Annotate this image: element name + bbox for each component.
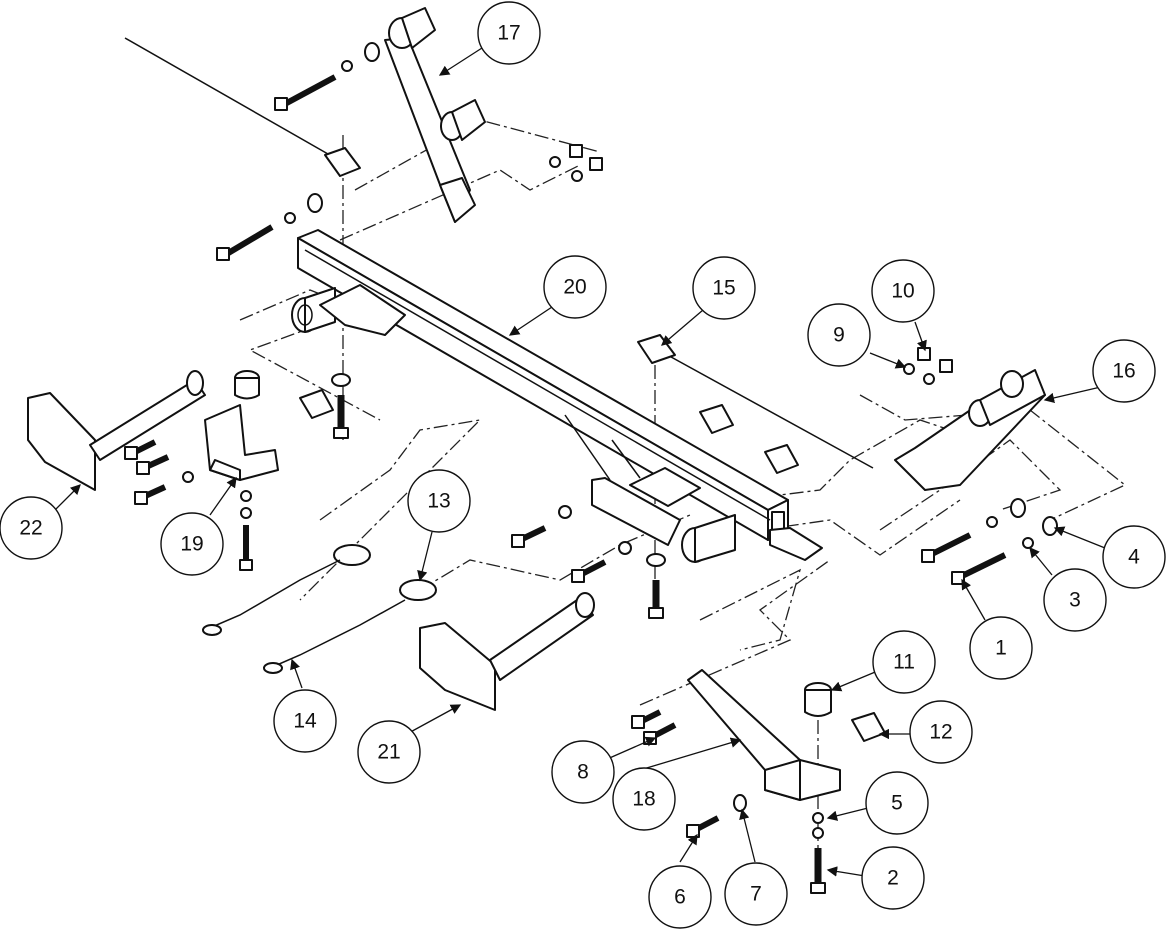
callout-21: 21 bbox=[357, 720, 421, 784]
callout-label: 21 bbox=[377, 741, 400, 764]
callout-label: 2 bbox=[887, 867, 899, 890]
callout-6: 6 bbox=[648, 865, 712, 929]
callout-9: 9 bbox=[807, 303, 871, 367]
callout-7: 7 bbox=[724, 862, 788, 926]
callout-label: 22 bbox=[19, 517, 42, 540]
callout-1: 1 bbox=[969, 616, 1033, 680]
crossbar-bracket-center bbox=[591, 477, 681, 546]
callout-label: 12 bbox=[929, 721, 952, 744]
callout-10: 10 bbox=[871, 259, 935, 323]
callout-label: 1 bbox=[995, 637, 1007, 660]
crossbar-plate-left bbox=[319, 284, 406, 336]
callout-label: 6 bbox=[674, 886, 686, 909]
callout-label: 15 bbox=[712, 277, 735, 300]
callout-19: 19 bbox=[160, 512, 224, 576]
leader-lines bbox=[54, 47, 1106, 877]
callout-label: 18 bbox=[632, 788, 655, 811]
callout-label: 9 bbox=[833, 324, 845, 347]
callout-label: 20 bbox=[563, 276, 586, 299]
upper-arm-17 bbox=[384, 7, 486, 223]
callout-4: 4 bbox=[1102, 525, 1166, 589]
callout-11: 11 bbox=[872, 630, 936, 694]
callout-3: 3 bbox=[1043, 568, 1107, 632]
safety-cable-upper bbox=[202, 544, 371, 636]
callout-22: 22 bbox=[0, 496, 63, 560]
pin-plate-21 bbox=[419, 592, 595, 711]
callout-20: 20 bbox=[543, 255, 607, 319]
crossbar-bracket-right bbox=[769, 527, 823, 561]
callout-label: 7 bbox=[750, 883, 762, 906]
crossbar-plate-center bbox=[629, 467, 701, 507]
safety-cable-lower bbox=[263, 579, 437, 674]
receiver-tube-left bbox=[291, 287, 336, 333]
callout-17: 17 bbox=[477, 1, 541, 65]
callout-label: 14 bbox=[293, 710, 317, 733]
callout-2: 2 bbox=[861, 846, 925, 910]
main-crossbar bbox=[297, 229, 789, 541]
callout-label: 8 bbox=[577, 761, 589, 784]
callout-12: 12 bbox=[909, 700, 973, 764]
callout-label: 4 bbox=[1128, 546, 1140, 569]
callout-18: 18 bbox=[612, 767, 676, 831]
callout-label: 5 bbox=[891, 792, 903, 815]
callout-8: 8 bbox=[551, 740, 615, 804]
receiver-tube-right bbox=[681, 514, 736, 563]
left-bracket-19 bbox=[204, 370, 279, 481]
lower-arm-18 bbox=[687, 669, 841, 801]
callout-label: 16 bbox=[1112, 360, 1135, 383]
pin-plate-22 bbox=[27, 370, 206, 491]
callout-label: 11 bbox=[893, 651, 915, 674]
callout-15: 15 bbox=[692, 256, 756, 320]
callout-5: 5 bbox=[865, 771, 929, 835]
callout-label: 17 bbox=[497, 22, 520, 45]
callout-label: 3 bbox=[1069, 589, 1081, 612]
callout-13: 13 bbox=[407, 469, 471, 533]
right-arm-16 bbox=[894, 369, 1046, 491]
callout-label: 19 bbox=[180, 533, 203, 556]
callout-16: 16 bbox=[1092, 339, 1156, 403]
callout-label: 13 bbox=[427, 490, 450, 513]
callout-14: 14 bbox=[273, 689, 337, 753]
callout-label: 10 bbox=[891, 280, 914, 303]
cable-15-wire bbox=[661, 351, 874, 469]
upper-cable bbox=[124, 37, 336, 159]
